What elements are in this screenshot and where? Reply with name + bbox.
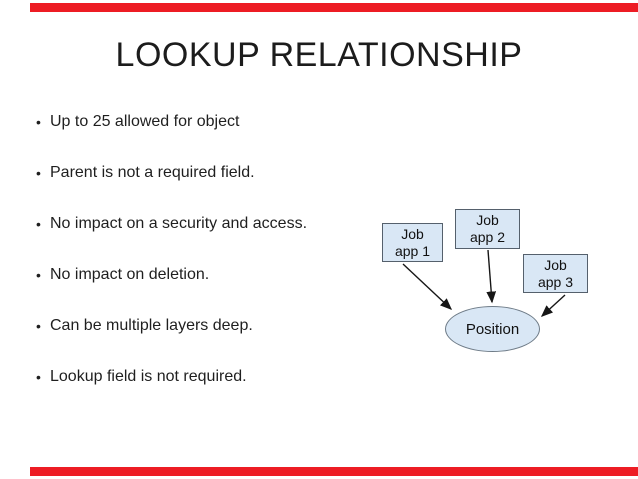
diagram-node-position: Position: [445, 306, 540, 352]
diagram-node-job-app-3: Job app 3: [523, 254, 588, 293]
slide-title: LOOKUP RELATIONSHIP: [115, 36, 523, 74]
bullet-item: Can be multiple layers deep.: [36, 318, 380, 335]
top-accent-bar: [30, 3, 638, 12]
bullet-item: Lookup field is not required.: [36, 369, 380, 386]
arrow-job-app-1-to-position: [402, 263, 453, 310]
diagram-node-job-app-1: Job app 1: [382, 223, 443, 262]
bullet-item: Parent is not a required field.: [36, 165, 380, 182]
bullet-list: Up to 25 allowed for object Parent is no…: [36, 114, 380, 420]
arrow-job-app-3-to-position: [540, 294, 566, 317]
arrow-job-app-2-to-position: [486, 249, 497, 304]
bullet-item: No impact on a security and access.: [36, 216, 380, 233]
diagram-node-job-app-2: Job app 2: [455, 209, 520, 249]
bullet-item: No impact on deletion.: [36, 267, 380, 284]
bullet-item: Up to 25 allowed for object: [36, 114, 380, 131]
bottom-accent-bar: [30, 467, 638, 476]
